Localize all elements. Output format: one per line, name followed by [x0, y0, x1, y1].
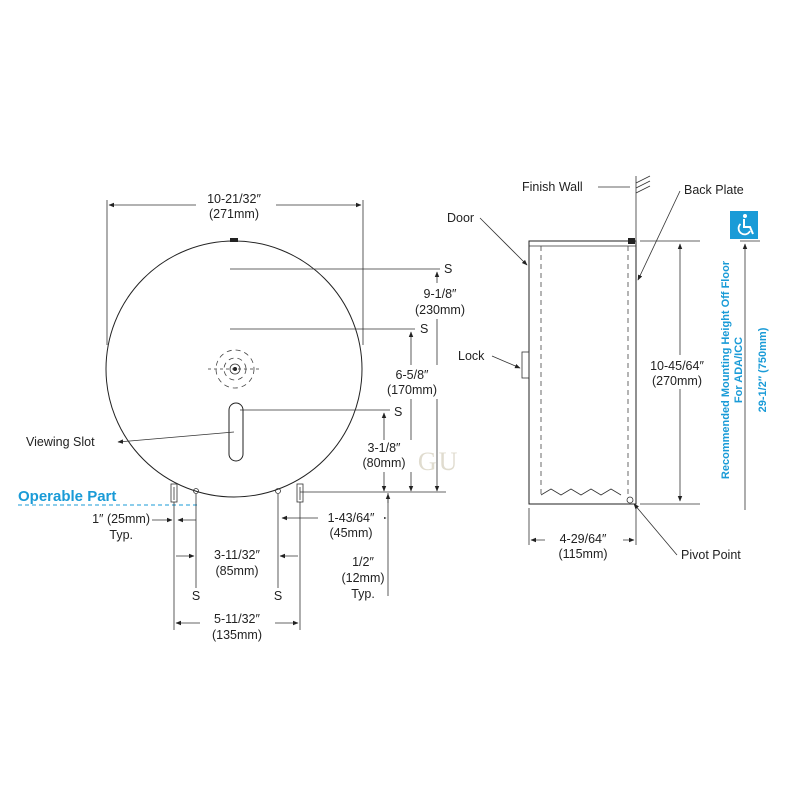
height-imperial: 10-45/64″ [650, 359, 704, 373]
mounting-note-line1: Recommended Mounting Height Off Floor [720, 260, 732, 479]
inner-spacing-imperial: 3-11/32″ [214, 548, 260, 562]
wall-hatching [635, 175, 651, 194]
right-offset-imperial: 1-43/64″ [328, 511, 375, 525]
finish-wall-label: Finish Wall [522, 180, 583, 194]
pivot-point-leader [633, 503, 678, 556]
leg-width-imperial: 1″ (25mm) [92, 512, 150, 526]
outer-spacing-label-bg [200, 612, 275, 624]
back-plate-leader [637, 190, 681, 281]
door-leader [479, 217, 528, 266]
s-height-1-label-bg [406, 283, 474, 319]
outer-spacing-metric: (135mm) [212, 628, 262, 642]
lock-side [521, 351, 530, 379]
leg-offset-imperial: 1/2″ [352, 555, 374, 569]
right-leg [296, 483, 304, 503]
s-marker-3: S [394, 405, 402, 419]
overall-width-metric: (271mm) [209, 207, 259, 221]
s-marker-2: S [420, 322, 428, 336]
screw-right [275, 488, 281, 494]
depth-metric: (115mm) [558, 547, 607, 561]
s-height-3-label-bg [352, 440, 416, 472]
mounting-note-line2: For ADA/ICC [733, 337, 745, 403]
door-label: Door [447, 211, 474, 225]
pivot-point-label: Pivot Point [681, 548, 741, 562]
depth-label-bg [545, 532, 623, 546]
outer-spacing-imperial: 5-11/32″ [214, 612, 260, 626]
leg-width-note: Typ. [109, 528, 133, 542]
height-metric: (270mm) [652, 374, 702, 388]
s-height-2-metric: (170mm) [387, 383, 437, 397]
right-offset-metric: (45mm) [329, 526, 372, 540]
lock-label: Lock [458, 349, 485, 363]
lock-front [208, 349, 262, 389]
s-height-3-imperial: 3-1/8″ [368, 441, 401, 455]
width-label-bg [196, 192, 276, 218]
wheelchair-accessibility-icon [730, 211, 758, 239]
back-plate-label: Back Plate [684, 183, 744, 197]
front-view: 10-21/32″ (271mm) S S S 9-1/8″ (230mm) 6… [18, 192, 474, 642]
s-height-2-imperial: 6-5/8″ [396, 368, 429, 382]
top-latch [230, 238, 238, 242]
viewing-slot-leader [117, 431, 235, 444]
s-height-3-metric: (80mm) [362, 456, 405, 470]
viewing-slot [228, 402, 244, 462]
s-height-1-metric: (230mm) [415, 303, 465, 317]
mounting-note: Recommended Mounting Height Off Floor Fo… [720, 260, 769, 479]
top-hinge [628, 238, 635, 244]
mounting-note-line3: 29-1/2″ (750mm) [757, 327, 769, 412]
s-marker-right: S [274, 589, 282, 603]
viewing-slot-label: Viewing Slot [26, 435, 95, 449]
height-label-bg [640, 355, 720, 389]
overall-width-imperial: 10-21/32″ [207, 192, 261, 206]
s-marker-left: S [192, 589, 200, 603]
pivot-point-marker [626, 496, 634, 504]
s-height-1-imperial: 9-1/8″ [424, 287, 457, 301]
inner-spacing-metric: (85mm) [215, 564, 258, 578]
dispenser-side-body [528, 240, 637, 505]
leg-offset-metric: (12mm) [341, 571, 384, 585]
s-marker-1: S [444, 262, 452, 276]
operable-part-label: Operable Part [18, 488, 116, 505]
left-leg [170, 483, 178, 503]
side-view: Finish Wall Back Plate Door Lock 10-45/6… [447, 175, 769, 562]
lock-leader [491, 355, 521, 369]
screw-left [193, 488, 199, 494]
depth-imperial: 4-29/64″ [560, 532, 607, 546]
s-height-2-label-bg [378, 365, 446, 399]
leg-offset-note: Typ. [351, 587, 375, 601]
right-offset-label-bg [318, 510, 384, 542]
bottom-serration [540, 488, 622, 496]
